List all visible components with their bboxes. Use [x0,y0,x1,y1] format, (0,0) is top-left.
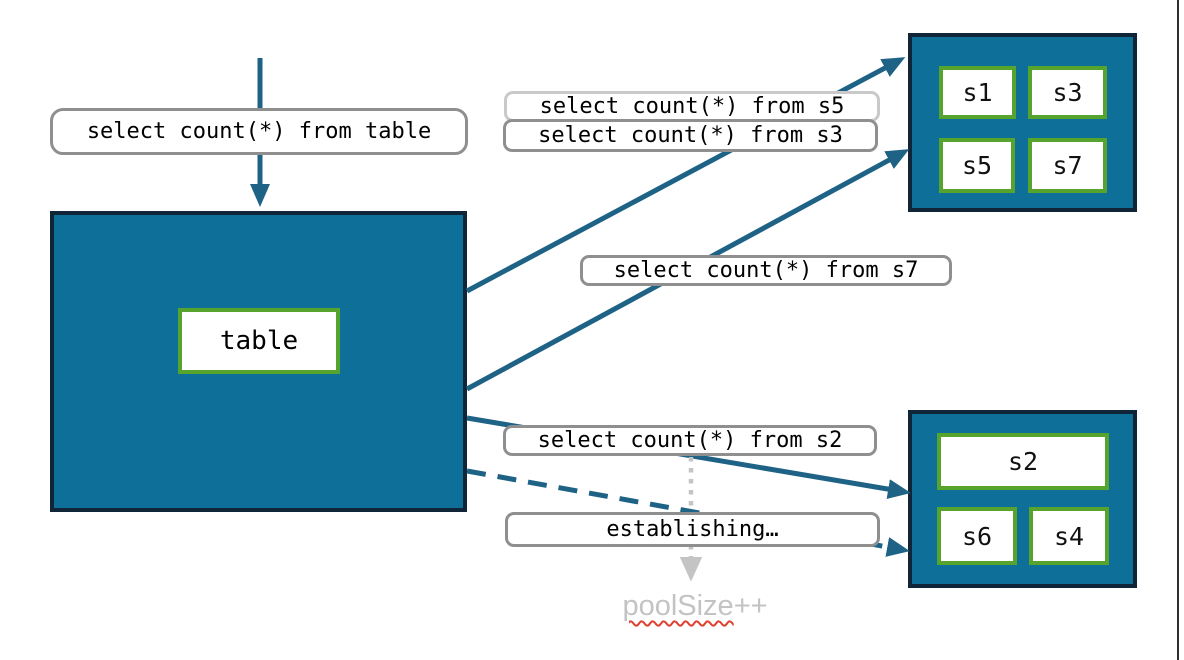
shard-s2: s2 [937,433,1109,490]
query-label-s7-text: select count(*) from s7 [613,258,919,283]
table-label-box: table [178,308,340,374]
query-label-s7: select count(*) from s7 [580,255,952,286]
shard-s7: s7 [1028,138,1107,193]
shard-s6: s6 [937,507,1017,565]
shard-group-bottom: s2 s6 s4 [908,410,1137,588]
poolsize-word: poolSize [622,590,734,622]
query-label-s3-text: select count(*) from s3 [538,123,843,148]
query-label-s3: select count(*) from s3 [503,119,878,152]
shard-s7-label: s7 [1052,151,1083,180]
shard-s4-label: s4 [1053,521,1085,551]
query-label-s5: select count(*) from s5 [504,91,880,122]
query-label-establishing: establishing… [505,512,880,547]
shard-s3-label: s3 [1052,78,1083,107]
shard-s5-label: s5 [961,151,993,180]
shard-s6-label: s6 [961,521,993,551]
table-label: table [219,326,299,356]
query-label-establishing-text: establishing… [606,517,779,542]
shard-s4: s4 [1029,507,1109,565]
arrow-establishing-dashed [466,468,910,557]
poolsize-note: poolSize++ [575,590,815,623]
query-label-s2-text: select count(*) from s2 [537,428,843,453]
query-label-table-text: select count(*) from table [86,119,432,144]
shard-group-top: s1 s3 s5 s7 [908,33,1137,212]
shard-s1-label: s1 [962,78,993,107]
shard-s5: s5 [939,138,1015,193]
poolsize-suffix: ++ [733,590,768,622]
shard-s1: s1 [939,66,1016,119]
shard-s2-label: s2 [1007,447,1039,476]
query-label-s5-text: select count(*) from s5 [539,94,845,119]
shard-s3: s3 [1028,66,1107,119]
query-label-table: select count(*) from table [50,108,468,155]
table-node: table [50,211,467,512]
slide-right-edge [1177,0,1179,660]
query-label-s2: select count(*) from s2 [503,425,877,456]
